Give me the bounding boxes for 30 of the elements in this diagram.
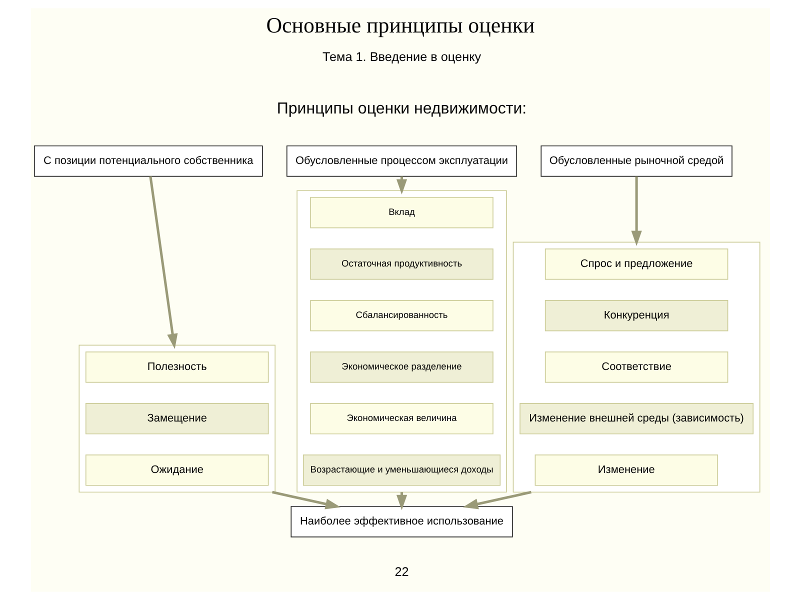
node-box: Замещение <box>84 403 268 434</box>
node-box: Соответствие <box>544 352 728 383</box>
node-box: Экономическая величина <box>310 403 493 434</box>
node-box: Обусловленные процессом эксплуатации <box>286 145 517 177</box>
arrow <box>272 490 340 510</box>
node-box: Наиболее эффективное использование <box>290 506 512 538</box>
node-box: Возрастающие и уменьшающиеся доходы <box>302 454 500 486</box>
node-box: Экономическое разделение <box>310 352 493 383</box>
label: Тема 1. Введение в оценку <box>322 50 481 64</box>
node-box: Полезность <box>84 352 268 383</box>
arrow <box>462 490 531 510</box>
node-box: Изменение <box>534 454 718 486</box>
diagram-title: Основные принципы оценки <box>266 12 534 38</box>
arrow <box>630 176 642 246</box>
node-box: Вклад <box>310 196 493 228</box>
arrow <box>396 176 407 194</box>
cluster <box>296 190 506 493</box>
label: 22 <box>394 565 408 580</box>
node-box: С позиции потенциального собственника <box>33 145 262 177</box>
cluster <box>78 344 275 493</box>
node-box: Конкуренция <box>544 300 728 332</box>
label: Принципы оценки недвижимости: <box>276 100 526 118</box>
node-box: Обусловленные рыночной средой <box>540 145 732 177</box>
node-box: Остаточная продуктивность <box>310 248 493 280</box>
arrow <box>148 176 178 349</box>
node-box: Ожидание <box>84 454 268 486</box>
node-box: Сбалансированность <box>310 300 493 332</box>
node-box: Изменение внешней среды (зависимость) <box>519 403 754 434</box>
node-box: Спрос и предложение <box>544 248 728 280</box>
cluster <box>512 242 760 493</box>
